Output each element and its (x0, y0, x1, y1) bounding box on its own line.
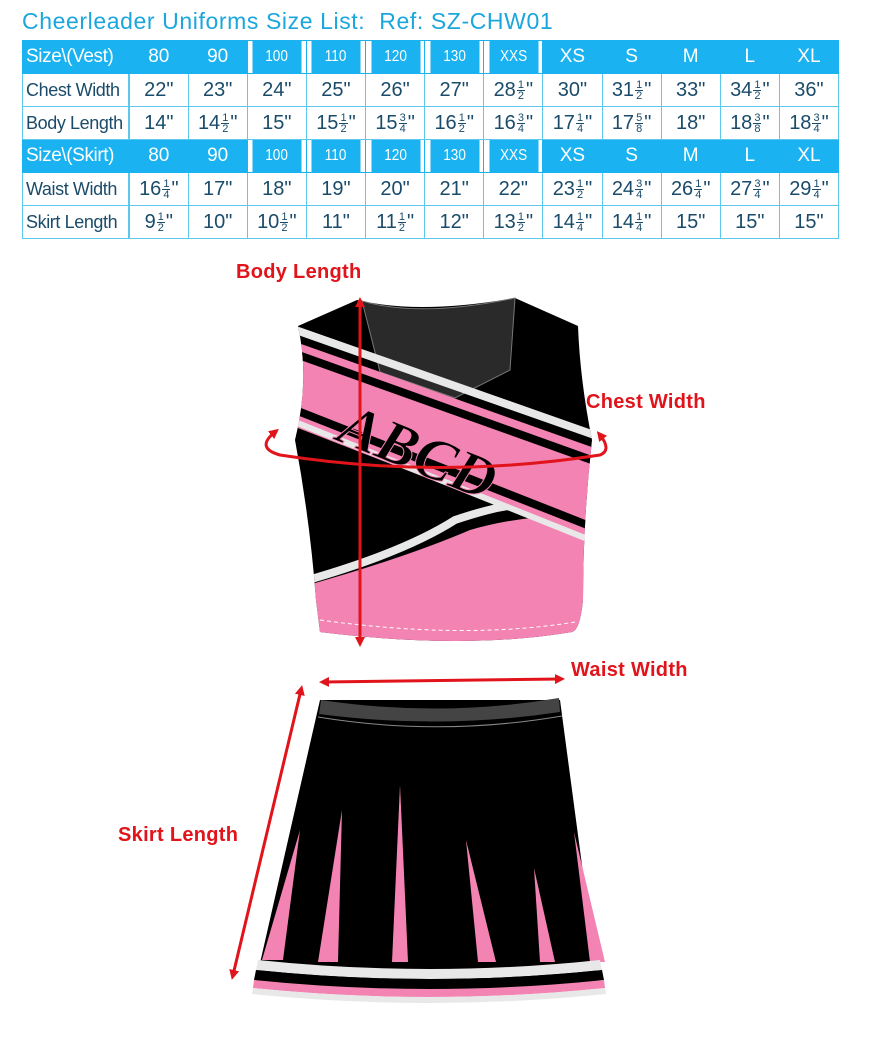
size-header-cell: 100 (251, 40, 303, 74)
label-chest-width: Chest Width (586, 391, 706, 413)
measurement-cell: 33" (660, 73, 721, 107)
waist-width-arrow-icon (319, 674, 565, 687)
measurement-cell: 11" (305, 205, 367, 239)
size-header-cell: 130 (428, 40, 480, 74)
measurement-cell: 10" (187, 205, 248, 239)
size-header-cell: XL (778, 139, 840, 173)
measurement-cell: 14" (128, 106, 189, 140)
measurement-cell: 36" (778, 73, 840, 107)
measurement-cell: 12" (424, 205, 485, 239)
skirt-header-label: Size\(Skirt) (22, 139, 130, 173)
label-body-length: Body Length (236, 261, 362, 283)
chart-title: Cheerleader Uniforms Size List: Ref: SZ-C… (22, 8, 567, 35)
measurement-cell: 18" (246, 172, 307, 206)
measurement-cell: 30" (542, 73, 603, 107)
vest-header-label: Size\(Vest) (22, 40, 130, 74)
size-header-cell: 90 (187, 139, 248, 173)
size-header-cell: L (719, 139, 780, 173)
measurement-cell: 22" (128, 73, 189, 107)
size-header-cell: S (601, 139, 662, 173)
measurement-cell: 20" (364, 172, 426, 206)
size-header-cell: M (660, 40, 721, 74)
size-header-cell: 120 (369, 139, 421, 173)
size-header-cell: 130 (428, 139, 480, 173)
title-ref: Ref: SZ-CHW01 (379, 8, 554, 34)
size-header-cell: 80 (128, 139, 189, 173)
vest-graphic: ABCD (295, 297, 592, 641)
size-header-cell: 120 (369, 40, 421, 74)
skirt-length-arrow-icon (229, 685, 305, 980)
size-header-cell: M (660, 139, 721, 173)
measurement-cell: 21" (424, 172, 485, 206)
size-header-cell: 110 (310, 40, 362, 74)
size-header-cell: 110 (310, 139, 362, 173)
measurement-cell: 15" (719, 205, 780, 239)
label-waist-width: Waist Width (571, 659, 688, 681)
skirt-graphic (252, 698, 606, 1003)
row-label: Skirt Length (22, 205, 130, 239)
measurement-cell: 25" (305, 73, 367, 107)
chest-width-arrow-icon (264, 428, 608, 469)
size-header-cell: 100 (251, 139, 303, 173)
size-header-cell: XS (542, 40, 603, 74)
measurement-cell: 15" (246, 106, 307, 140)
size-header-cell: XL (778, 40, 840, 74)
size-header-cell: 90 (187, 40, 248, 74)
title-main: Cheerleader Uniforms Size List: (22, 8, 366, 34)
measurement-cell: 19" (305, 172, 367, 206)
size-header-cell: XXS (487, 40, 539, 74)
measurement-arrows (229, 297, 608, 980)
measurement-cell: 15" (778, 205, 840, 239)
size-header-cell: XXS (487, 139, 539, 173)
measurement-cell: 15" (660, 205, 721, 239)
measurement-cell: 27" (424, 73, 485, 107)
size-header-cell: 80 (128, 40, 189, 74)
label-skirt-length: Skirt Length (118, 824, 239, 846)
size-header-cell: S (601, 40, 662, 74)
